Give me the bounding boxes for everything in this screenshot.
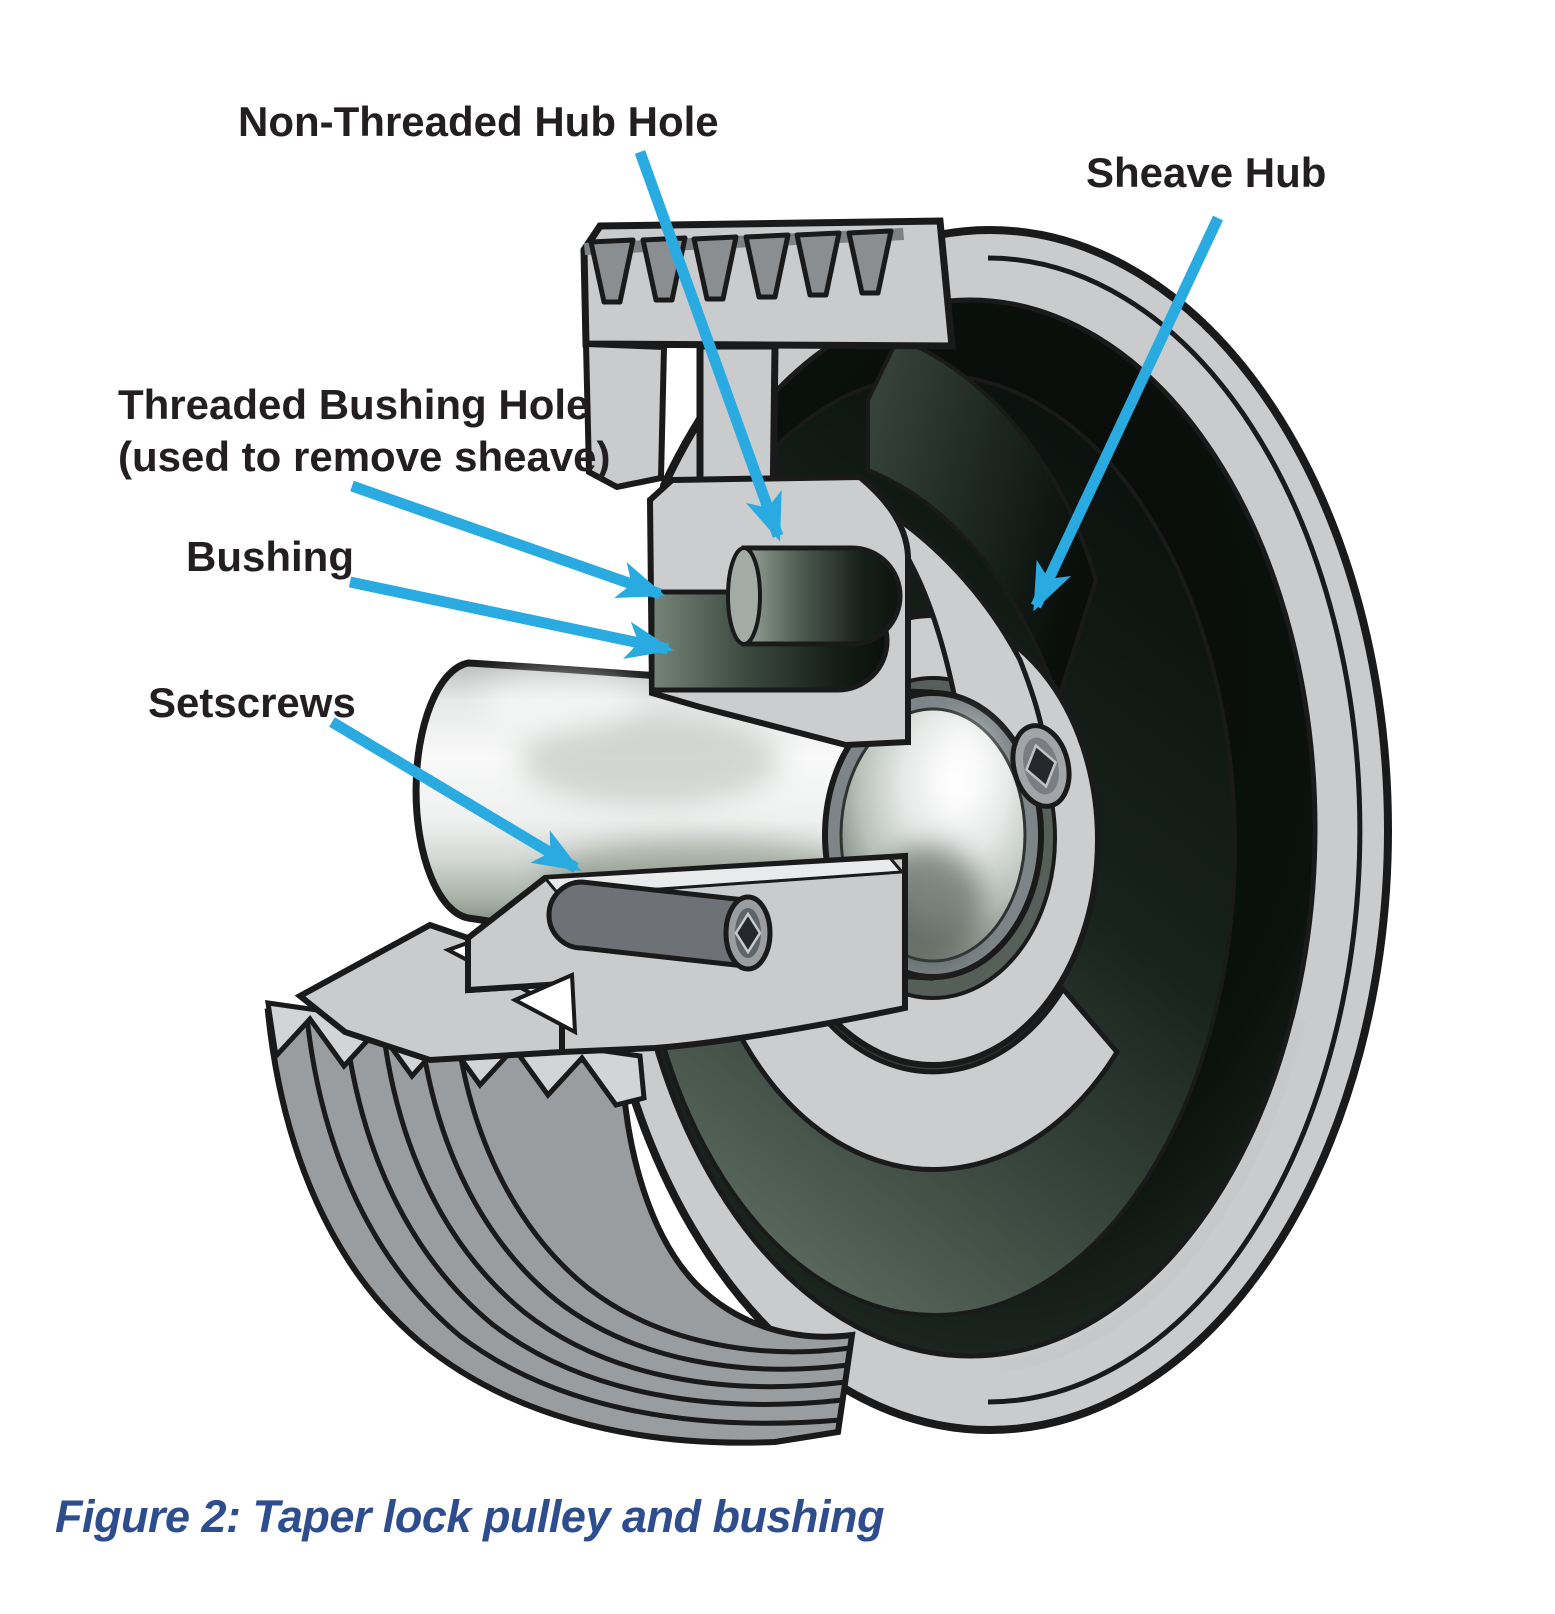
hub-barrel-connector: [860, 494, 1049, 756]
arrow-bushing: [348, 576, 674, 659]
label-bushing: Bushing: [186, 533, 354, 580]
groove-bands-body: [264, 1008, 856, 1446]
v-tooth: [691, 234, 739, 302]
arrow-setscrews: [329, 717, 582, 873]
non-threaded-hub-hole-bore: [741, 545, 903, 647]
label-threaded-bushing-hole-line1: Threaded Bushing Hole: [118, 381, 589, 428]
label-threaded-bushing-hole-line2: (used to remove sheave): [118, 433, 611, 480]
setscrew-hub: [1010, 723, 1072, 809]
figure-caption: Figure 2: Taper lock pulley and bushing: [55, 1491, 884, 1542]
lower-flange-gap: [510, 972, 578, 1036]
bushing-lower-flange: [294, 852, 908, 1064]
arrow-sheave-hub: [1031, 215, 1223, 612]
callout-labels: Non-Threaded Hub Hole Sheave Hub Threade…: [118, 98, 1326, 726]
groove-band-line-2: [342, 1023, 844, 1407]
setscrew-lower: [546, 879, 773, 972]
shaft-sheen-blotch: [520, 715, 780, 805]
bushing-upper-flange: [646, 473, 911, 749]
shaft-end-highlight: [937, 720, 993, 810]
rim-left-lip: [582, 340, 668, 491]
arrow-non-threaded-hub-hole: [634, 150, 784, 542]
groove-band-line-3: [380, 1028, 847, 1390]
setscrew-hex-socket-icon: [1024, 743, 1058, 789]
arrow-threaded-bushing-hole: [350, 480, 666, 600]
groove-band-line-1: [304, 1017, 841, 1426]
callout-arrows: [329, 150, 1223, 873]
v-tooth: [588, 237, 636, 305]
v-groove-teeth: [588, 228, 894, 305]
groove-band-line-4: [418, 1033, 849, 1372]
v-tooth: [846, 228, 894, 296]
setscrew-hex-socket-icon: [734, 911, 762, 955]
groove-band-line-5: [455, 1039, 851, 1355]
groove-section: [264, 1000, 856, 1446]
v-tooth: [794, 230, 842, 298]
shaft-highlight-blotch: [480, 670, 640, 730]
label-setscrews: Setscrews: [148, 679, 356, 726]
label-non-threaded-hub-hole: Non-Threaded Hub Hole: [238, 98, 719, 145]
v-tooth: [743, 232, 791, 300]
sheave-rim-lip-highlight: [999, 1018, 1306, 1372]
label-sheave-hub: Sheave Hub: [1086, 149, 1326, 196]
hub-hole-rolled-edge: [726, 546, 762, 646]
